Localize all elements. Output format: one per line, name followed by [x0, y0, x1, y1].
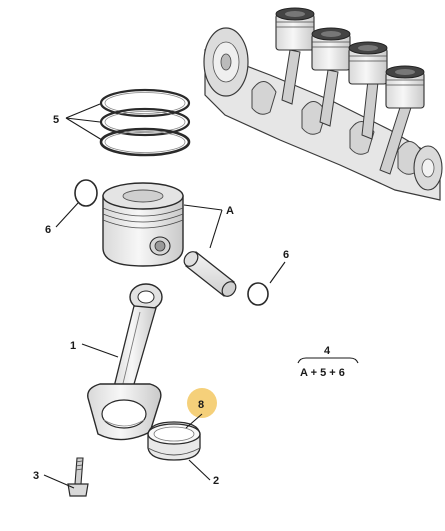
connecting-rod	[87, 283, 163, 441]
callout-labels: 5 6 A 6 1 8 3 2 4 A + 5 + 6	[33, 114, 345, 487]
circlip-left	[74, 179, 98, 207]
engine-assembly-illustration	[203, 7, 443, 201]
bearing-shells	[147, 421, 201, 461]
callout-rings: 5	[53, 114, 59, 126]
callout-bearing-highlighted: 8	[198, 399, 204, 411]
callout-piston-assembly: A	[226, 205, 234, 217]
formula-numerator: 4	[324, 345, 331, 357]
callout-conrod: 1	[70, 340, 76, 352]
leader-lines	[43, 103, 359, 489]
circlip-right	[247, 282, 269, 306]
callout-bolt: 3	[33, 470, 39, 482]
engine-piston-4	[385, 65, 425, 109]
gudgeon-pin	[183, 251, 237, 297]
callout-bearing-shell: 2	[213, 475, 219, 487]
engine-piston-3	[348, 41, 388, 85]
piston	[102, 182, 184, 267]
callout-circlip-left: 6	[45, 224, 51, 236]
formula-denominator: A + 5 + 6	[300, 367, 345, 379]
highlight-circle	[187, 388, 217, 418]
callout-circlip-right: 6	[283, 249, 289, 261]
conrod-bolt	[67, 457, 89, 497]
engine-piston-2	[311, 27, 351, 71]
engine-piston-1	[275, 7, 315, 51]
piston-rings	[99, 88, 191, 157]
